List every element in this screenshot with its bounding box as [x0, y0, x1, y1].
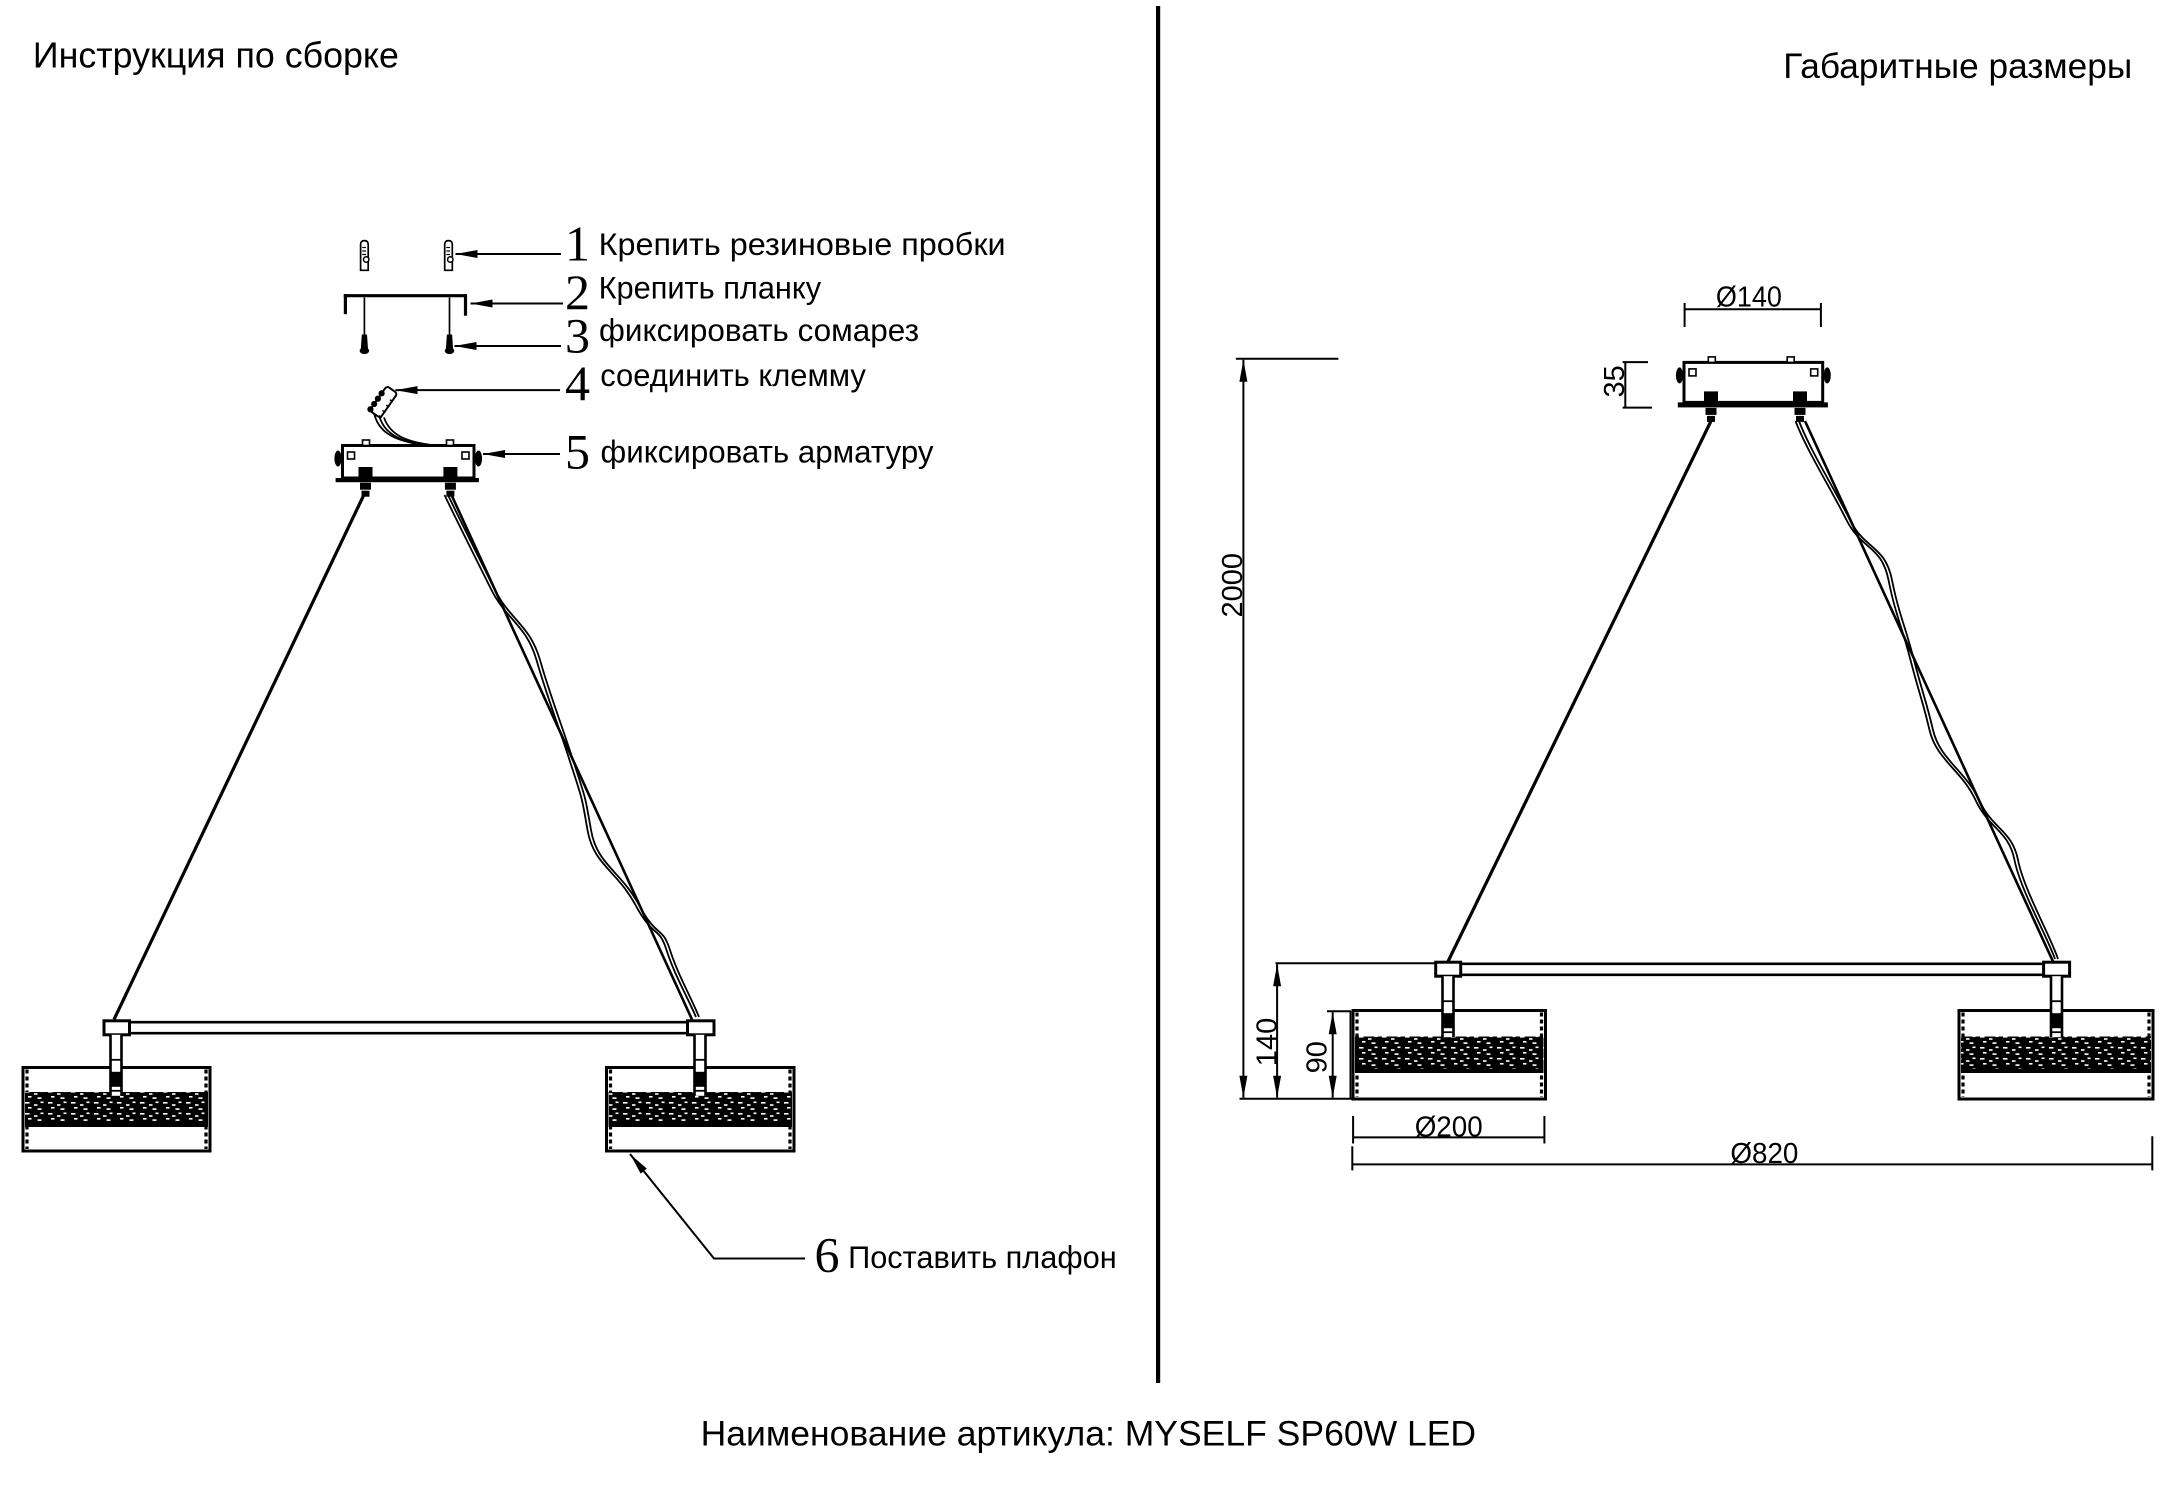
svg-text:Ø820: Ø820 — [1730, 1138, 1798, 1170]
svg-text:Крепить резиновые пробки: Крепить резиновые пробки — [599, 226, 1006, 262]
svg-text:1: 1 — [565, 216, 590, 272]
svg-text:Ø200: Ø200 — [1415, 1112, 1483, 1144]
svg-text:6: 6 — [815, 1226, 840, 1282]
svg-text:Габаритные размеры: Габаритные размеры — [1783, 46, 2132, 86]
svg-text:3: 3 — [565, 308, 590, 364]
svg-text:соединить клемму: соединить клемму — [600, 357, 866, 393]
svg-text:Наименование артикула: MYSELF: Наименование артикула: MYSELF SP60W LED — [701, 1414, 1477, 1454]
svg-text:Поставить плафон: Поставить плафон — [848, 1239, 1117, 1275]
svg-text:2000: 2000 — [1217, 553, 1249, 618]
svg-text:фиксировать арматуру: фиксировать арматуру — [601, 433, 934, 469]
svg-text:140: 140 — [1252, 1018, 1284, 1066]
svg-text:Крепить планку: Крепить планку — [599, 270, 822, 306]
svg-text:5: 5 — [565, 424, 590, 480]
svg-text:90: 90 — [1302, 1041, 1334, 1073]
svg-text:Ø140: Ø140 — [1716, 282, 1782, 314]
svg-text:35: 35 — [1599, 365, 1631, 397]
svg-text:4: 4 — [565, 355, 590, 411]
svg-text:фиксировать сомарез: фиксировать сомарез — [599, 312, 919, 348]
svg-text:2: 2 — [565, 264, 590, 320]
svg-text:Инструкция по сборке: Инструкция по сборке — [33, 35, 399, 76]
